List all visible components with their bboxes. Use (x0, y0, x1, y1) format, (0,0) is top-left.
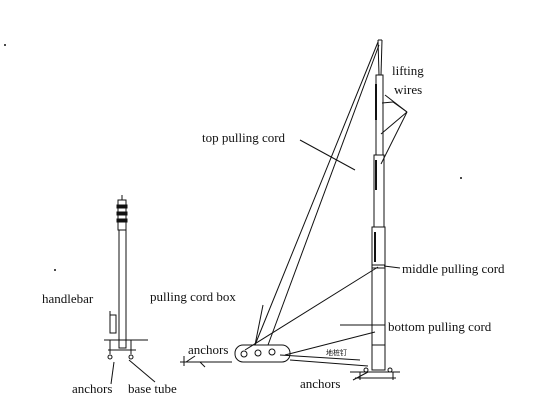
folded-mast (104, 195, 148, 360)
anchors-left-label: anchors (72, 381, 113, 396)
bottom-pulling-cord-line (284, 331, 376, 356)
middle-pulling-cord-label: middle pulling cord (402, 261, 505, 276)
bottom-pulling-cord-label: bottom pulling cord (388, 319, 492, 334)
main-mast (350, 39, 400, 380)
top-pulling-cord-line-2 (267, 44, 380, 346)
base-tube-label: base tube (128, 381, 177, 396)
stake-note-label: 地桩钉 (326, 349, 347, 357)
anchors-bottom-label: anchors (300, 376, 341, 391)
anchors-center-label: anchors (188, 342, 229, 357)
lifting-wires-label-2: wires (394, 82, 423, 97)
pulling-cord-box-label: pulling cord box (150, 289, 236, 304)
top-pulling-cord-line (254, 41, 379, 346)
handlebar-label: handlebar (42, 291, 94, 306)
lifting-wires-label-1: lifting (392, 63, 424, 78)
middle-pulling-cord-line (244, 266, 379, 351)
pulling-cord-box (234, 344, 291, 363)
top-pulling-cord-label: top pulling cord (202, 130, 286, 145)
